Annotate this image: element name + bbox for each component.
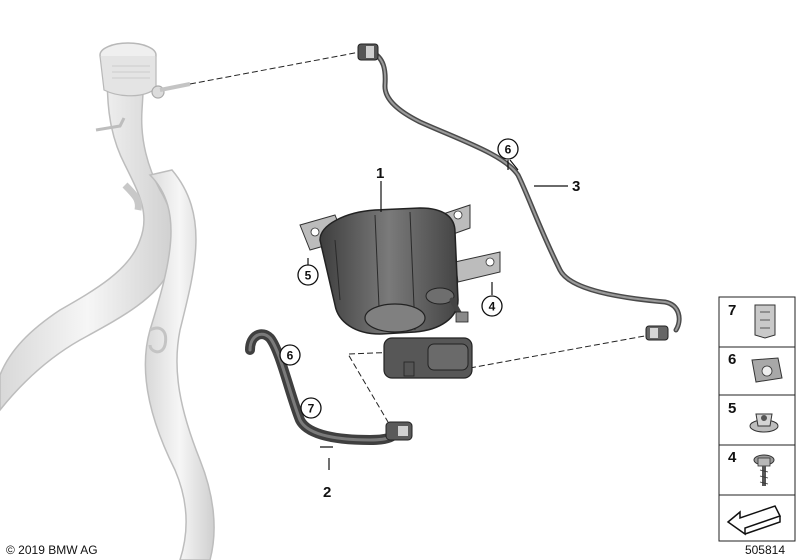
callout-2: 2 (323, 484, 331, 501)
svg-text:6: 6 (728, 351, 736, 368)
callout-labels: 1 2 3 (323, 165, 580, 501)
circled-part-refs: 6 5 4 6 7 (279, 138, 519, 419)
orientation-arrow-icon (726, 505, 782, 536)
legend-cell-5: 5 (718, 394, 796, 446)
charcoal-canister (299, 204, 501, 379)
hex-collar-screw-icon (753, 454, 775, 486)
svg-text:4: 4 (728, 449, 737, 466)
vent-line-3 (357, 43, 682, 341)
circled-ref-6-upper: 6 (497, 138, 519, 160)
svg-text:7: 7 (728, 302, 736, 319)
vent-line-2 (245, 329, 413, 446)
legend-cell-arrow (718, 494, 796, 542)
copyright-text: © 2019 BMW AG (6, 543, 98, 557)
circled-ref-7: 7 (300, 397, 322, 419)
spring-nut-icon (749, 413, 779, 433)
callout-3: 3 (572, 178, 580, 195)
callout-leaders (307, 159, 568, 470)
filler-neck-ghost (0, 42, 215, 560)
circled-ref-6-lower: 6 (279, 344, 301, 366)
callout-1: 1 (376, 165, 384, 182)
legend-cell-6: 6 (718, 346, 796, 396)
clip-single-icon (751, 357, 783, 383)
legend-cell-4: 4 (718, 444, 796, 496)
circled-ref-5: 5 (297, 264, 319, 286)
footer: © 2019 BMW AG 505814 (6, 543, 785, 557)
diagram-number: 505814 (745, 543, 785, 557)
svg-text:5: 5 (305, 269, 312, 283)
parts-legend-panel: 7 6 5 4 (718, 296, 796, 542)
svg-text:7: 7 (308, 402, 315, 416)
legend-cell-7: 7 (718, 296, 796, 348)
svg-text:5: 5 (728, 400, 736, 417)
svg-text:6: 6 (505, 143, 512, 157)
dashed-leader-lines (189, 51, 651, 423)
clip-double-icon (754, 304, 776, 339)
svg-text:6: 6 (287, 349, 294, 363)
circled-ref-4: 4 (481, 295, 503, 317)
svg-text:4: 4 (489, 300, 496, 314)
